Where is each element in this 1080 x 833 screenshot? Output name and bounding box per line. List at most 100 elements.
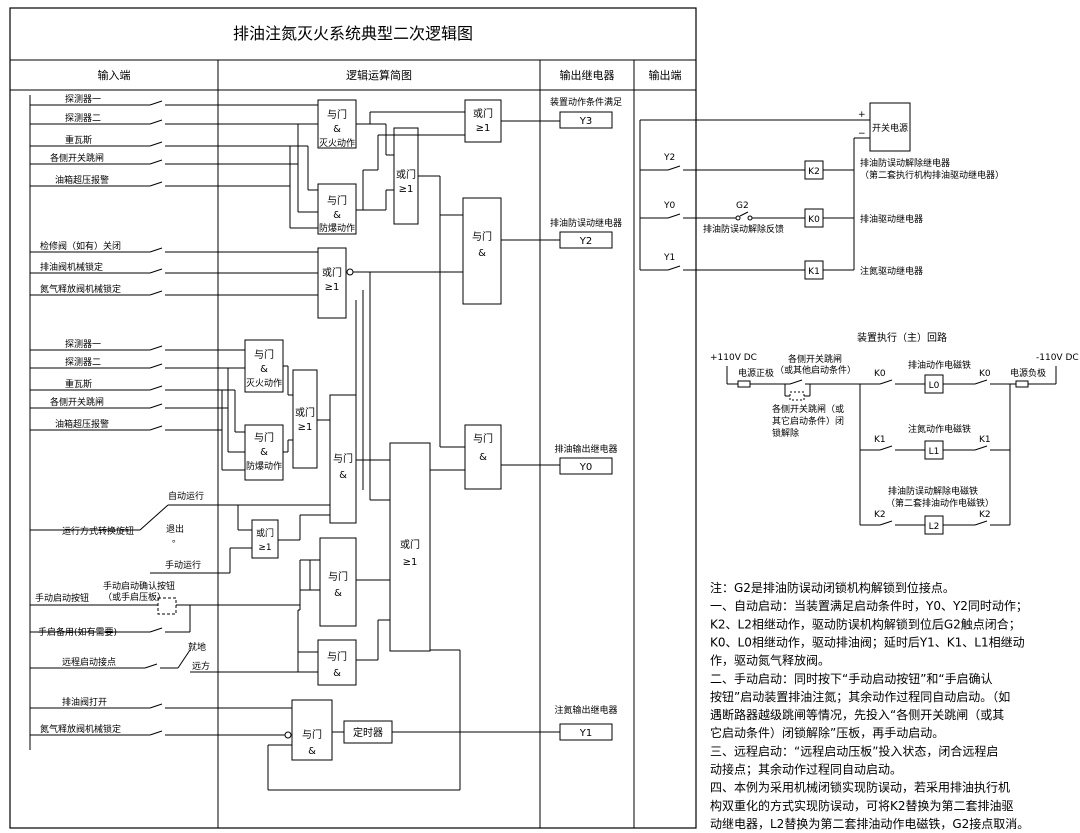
- svg-text:&: &: [333, 668, 341, 679]
- relay-y3: 装置动作条件满足 Y3: [550, 96, 622, 129]
- svg-text:或门: 或门: [322, 266, 342, 279]
- svg-text:&: &: [308, 746, 316, 757]
- note-line: 动继电器，L2替换为第二套排油动作电磁铁，G2接点取消。: [710, 816, 1029, 831]
- note-line: 它启动条件）闭锁解除”压板，再手动启动。: [710, 725, 944, 740]
- svg-text:重瓦斯: 重瓦斯: [65, 378, 92, 390]
- svg-text:。: 。: [172, 535, 181, 545]
- svg-text:或门: 或门: [400, 538, 420, 551]
- svg-text:各侧开关跳闸: 各侧开关跳闸: [50, 396, 104, 408]
- svg-text:与门: 与门: [327, 650, 347, 663]
- and-gate-fire-2: 与门 & 灭火动作: [244, 339, 284, 393]
- switching-power-supply: 开关电源 + −: [640, 102, 911, 270]
- svg-text:手动启动按钮: 手动启动按钮: [35, 592, 89, 604]
- output-row-k1: Y1 K1 注氮驱动继电器: [640, 253, 923, 280]
- svg-text:&: &: [333, 124, 341, 135]
- svg-text:或门: 或门: [256, 527, 274, 539]
- svg-text:远程启动接点: 远程启动接点: [62, 656, 116, 668]
- svg-text:油箱超压报警: 油箱超压报警: [55, 174, 109, 186]
- svg-text:自动运行: 自动运行: [168, 490, 204, 502]
- or-gate-y3: 或门 ≥1: [464, 99, 502, 143]
- or-gate-condition-1: 或门 ≥1: [393, 127, 419, 225]
- svg-text:K2: K2: [979, 510, 991, 520]
- svg-text:远方: 远方: [192, 660, 210, 672]
- input-row-oil-valve-lock: 排油阀机械锁定: [30, 261, 318, 274]
- output-row-k0: Y0 G2 排油防误动解除反馈 K0 排油驱动继电器: [640, 201, 923, 235]
- and-gate-auto: 与门 &: [329, 394, 357, 524]
- svg-text:其它启动条件）闭: 其它启动条件）闭: [772, 415, 844, 427]
- note-line: 动接点；其余动作过程同自动启动。: [710, 762, 902, 777]
- svg-text:氮气释放阀机械锁定: 氮气释放阀机械锁定: [40, 723, 121, 735]
- svg-text:K2: K2: [808, 167, 820, 177]
- svg-text:开关电源: 开关电源: [872, 122, 908, 134]
- svg-text:排油动作电磁铁: 排油动作电磁铁: [908, 359, 971, 371]
- svg-text:灭火动作: 灭火动作: [319, 137, 355, 149]
- note-line: 遇断路器越级跳闸等情况，先投入“各侧开关跳闸（或其: [710, 707, 1004, 722]
- svg-text:与门: 与门: [472, 230, 492, 243]
- svg-text:就地: 就地: [188, 641, 206, 653]
- svg-text:K1: K1: [874, 435, 886, 445]
- svg-text:&: &: [333, 210, 341, 221]
- svg-text:探测器一: 探测器一: [65, 338, 101, 350]
- svg-text:油箱超压报警: 油箱超压报警: [55, 418, 109, 430]
- svg-text:≥1: ≥1: [399, 184, 414, 195]
- input-row-breaker-b: 各侧开关跳闸: [30, 396, 245, 453]
- svg-text:氮气释放阀机械锁定: 氮气释放阀机械锁定: [40, 283, 121, 295]
- svg-text:&: &: [334, 588, 342, 599]
- output-row-k2: Y2 K2 排油防误动解除继电器 （第二套执行机构排油驱动继电器）: [640, 153, 1004, 181]
- svg-text:排油防误动继电器: 排油防误动继电器: [550, 217, 622, 229]
- svg-text:排油阀打开: 排油阀打开: [62, 696, 107, 708]
- svg-text:排油阀机械锁定: 排油阀机械锁定: [40, 261, 103, 273]
- svg-text:≥1: ≥1: [403, 557, 418, 568]
- and-gate-remote: 与门 &: [317, 639, 357, 686]
- svg-text:Y0: Y0: [579, 462, 592, 473]
- svg-text:K0: K0: [808, 215, 820, 225]
- svg-text:K1: K1: [979, 435, 991, 445]
- svg-text:防爆动作: 防爆动作: [246, 460, 282, 472]
- svg-text:与门: 与门: [333, 452, 353, 465]
- svg-text:各侧开关跳闸: 各侧开关跳闸: [50, 152, 104, 164]
- notes-block: 注：G2是排油防误动闭锁机构解锁到位接点。 一、自动启动：当装置满足启动条件时，…: [710, 580, 1029, 831]
- and-gate-n2: 与门 &: [284, 699, 333, 761]
- note-line: 三、远程启动：“远程启动压板”投入状态，闭合远程启: [710, 743, 998, 758]
- header-input: 输入端: [98, 68, 131, 82]
- svg-text:与门: 与门: [254, 348, 274, 361]
- svg-text:K1: K1: [808, 267, 820, 277]
- and-gate-y0: 与门 &: [464, 424, 502, 490]
- svg-text:L0: L0: [929, 381, 940, 391]
- manual-start-row: 手动启动按钮 手动启动确认按钮 （或手启压板）: [30, 559, 320, 615]
- diagram-title: 排油注氮灭火系统典型二次逻辑图: [233, 24, 473, 43]
- note-line: 按钮”启动装置排油注氮；其余动作过程同自动启动。（如: [710, 689, 1010, 704]
- input-row-detector2-b: 探测器二: [30, 356, 245, 369]
- svg-text:≥1: ≥1: [325, 282, 340, 293]
- svg-text:Y3: Y3: [579, 116, 592, 127]
- svg-text:手启备用(如有需要): 手启备用(如有需要): [38, 626, 117, 638]
- svg-text:Y2: Y2: [663, 153, 675, 163]
- or-gate-lock: 或门 ≥1: [317, 247, 354, 319]
- svg-text:+: +: [858, 110, 866, 120]
- svg-text:检修阀（如有）关闭: 检修阀（如有）关闭: [40, 240, 121, 252]
- or-gate-mode: 或门 ≥1: [251, 519, 279, 559]
- input-row-breaker-a: 各侧开关跳闸: [30, 152, 318, 213]
- svg-text:L2: L2: [929, 522, 940, 532]
- svg-text:+110V DC: +110V DC: [710, 353, 757, 363]
- svg-text:探测器二: 探测器二: [65, 112, 101, 124]
- svg-text:（第二套排油动作电磁铁）: （第二套排油动作电磁铁）: [886, 497, 994, 509]
- svg-text:排油防误动解除反馈: 排油防误动解除反馈: [703, 223, 784, 235]
- svg-text:Y2: Y2: [579, 236, 592, 247]
- svg-text:K0: K0: [874, 369, 886, 379]
- manual-spare-row: 手启备用(如有需要): [30, 605, 191, 638]
- and-gate-fire-1: 与门 & 灭火动作: [317, 99, 357, 149]
- svg-text:−: −: [858, 129, 866, 139]
- input-row-overpressure-a: 油箱超压报警: [30, 174, 318, 229]
- svg-text:&: &: [479, 452, 487, 463]
- input-row-maint-valve: 检修阀（如有）关闭: [30, 240, 318, 253]
- svg-text:或门: 或门: [396, 168, 416, 181]
- svg-text:各侧开关跳闸: 各侧开关跳闸: [788, 353, 842, 365]
- svg-text:Y0: Y0: [663, 201, 675, 211]
- svg-text:或门: 或门: [295, 406, 315, 419]
- and-gate-manual: 与门 &: [319, 537, 357, 627]
- svg-text:注氮动作电磁铁: 注氮动作电磁铁: [908, 423, 971, 435]
- svg-text:L1: L1: [929, 447, 940, 457]
- note-line: K2、L2相继动作，驱动防误机构解锁到位后G2触点闭合；: [710, 616, 1021, 631]
